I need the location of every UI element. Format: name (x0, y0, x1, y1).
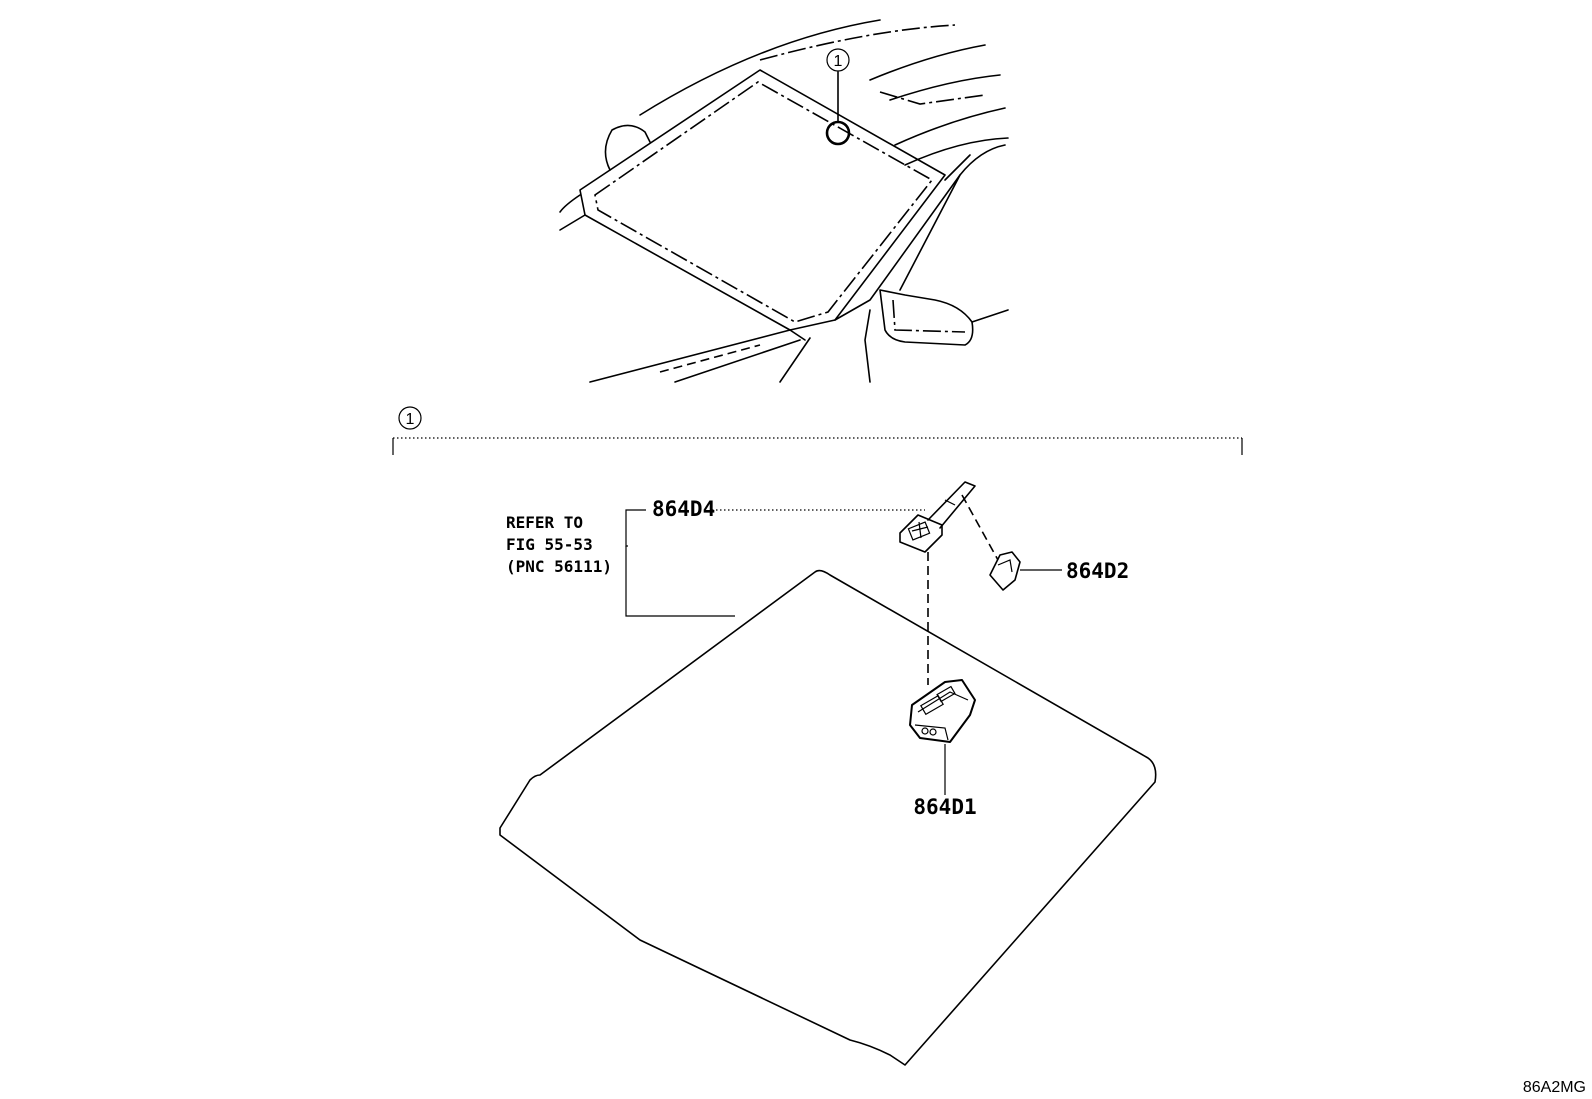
part-864D1: 864D1 (909, 679, 977, 819)
part-864D4: 864D4 (652, 481, 999, 685)
windshield-glass (499, 569, 1157, 1066)
refer-note-line1: REFER TO (506, 513, 583, 532)
callout-index-detail: 1 (406, 411, 415, 428)
vehicle-overview: 1 (559, 19, 1009, 383)
callout-index-top: 1 (834, 53, 843, 70)
refer-note-line3: (PNC 56111) (506, 557, 612, 576)
refer-note-line2: FIG 55-53 (506, 535, 593, 554)
part-label-864D4: 864D4 (652, 497, 715, 521)
part-label-864D2: 864D2 (1066, 559, 1129, 583)
illustration-code: 86A2MG (1523, 1079, 1586, 1096)
refer-note: REFER TO FIG 55-53 (PNC 56111) (506, 509, 735, 617)
part-864D2: 864D2 (989, 551, 1129, 591)
part-label-864D1: 864D1 (913, 795, 976, 819)
detail-bracket: 1 (392, 406, 1243, 455)
